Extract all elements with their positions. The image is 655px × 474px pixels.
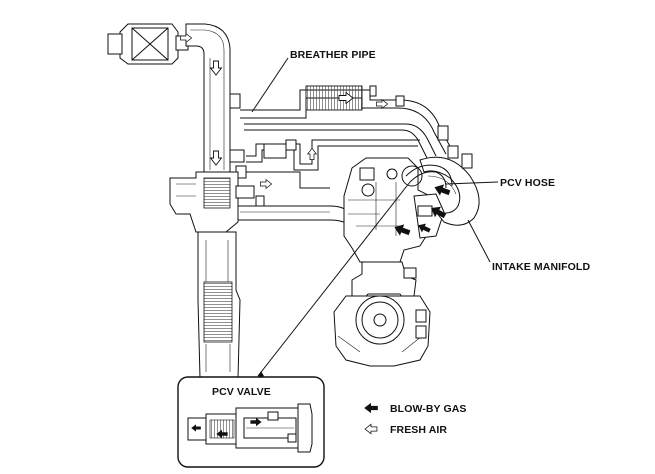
pcv-valve-drawing <box>187 403 313 453</box>
pcv-valve-inset: PCV VALVE <box>177 376 325 468</box>
pcv-valve-label: PCV VALVE <box>212 386 271 398</box>
secondary-hose <box>246 139 420 189</box>
legend: BLOW-BY GAS FRESH AIR <box>364 402 467 436</box>
pcv-hose <box>401 164 453 189</box>
legend-blow-by-label: BLOW-BY GAS <box>390 403 467 415</box>
pcv-hose-label: PCV HOSE <box>500 177 555 189</box>
intake-runner <box>237 205 351 228</box>
legend-fresh-air: FRESH AIR <box>364 423 447 436</box>
air-intake-snorkel <box>107 23 189 65</box>
open-arrow-icon <box>364 423 378 435</box>
legend-fresh-air-label: FRESH AIR <box>390 424 447 436</box>
solid-arrow-icon <box>364 402 378 414</box>
legend-blow-by: BLOW-BY GAS <box>364 402 467 415</box>
intake-manifold-label: INTAKE MANIFOLD <box>492 261 590 273</box>
leader-lines <box>251 57 499 380</box>
engine-block <box>333 157 445 367</box>
intake-duct <box>180 23 247 179</box>
breather-pipe-label: BREATHER PIPE <box>290 49 376 61</box>
breather-pipe <box>240 85 459 161</box>
throttle-body-assembly <box>169 171 265 379</box>
